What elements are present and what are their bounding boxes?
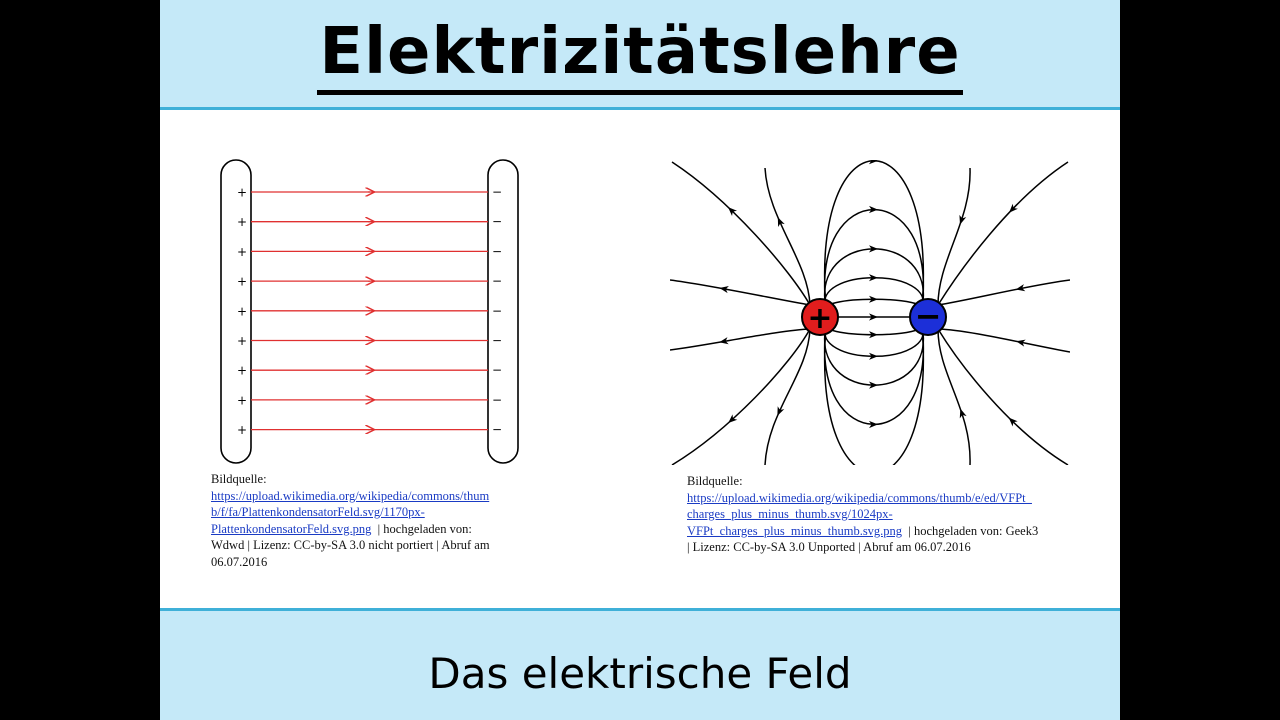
footer-band: Das elektrische Feld <box>160 608 1120 720</box>
positive-outward-line <box>764 167 811 306</box>
dipole-field-diagram: + − <box>670 160 1070 465</box>
negative-charge: − <box>909 297 947 336</box>
minus-sign: − <box>492 334 502 348</box>
dipole-loop-line <box>823 277 925 311</box>
dipole-loop-line <box>823 323 925 357</box>
field-arrow <box>868 295 878 303</box>
negative-inward-line <box>937 328 971 465</box>
page-title-text: Elektrizitätslehre <box>317 14 963 95</box>
field-arrow <box>728 414 738 424</box>
field-arrow <box>868 205 878 214</box>
plus-sign: + <box>237 364 247 378</box>
dipole-field-arrows <box>719 160 1026 429</box>
plus-sign: + <box>237 275 247 289</box>
negative-plate <box>487 159 519 464</box>
slide: Elektrizitätslehre + − + − + − + − + − + − + − + − + − + … <box>160 0 1120 720</box>
minus-sign: − <box>492 185 502 199</box>
field-arrow <box>719 286 729 294</box>
negative-inward-line <box>937 328 1069 465</box>
field-arrow <box>868 274 878 282</box>
credit-link-line[interactable]: charges_plus_minus_thumb.svg/1024px- <box>687 507 893 521</box>
plus-sign: + <box>237 245 247 259</box>
minus-sign: − <box>492 393 502 407</box>
capacitor-field-lines: + − + − + − + − + − + − + − + − + − <box>237 185 502 437</box>
minus-sign: − <box>492 304 502 318</box>
plus-sign: + <box>237 304 247 318</box>
dipole-loop-line <box>823 208 925 308</box>
credit-line: | Lizenz: CC-by-SA 3.0 Unported | Abruf … <box>687 540 971 554</box>
field-arrow <box>869 313 878 321</box>
field-arrow <box>868 331 878 339</box>
dipole-loop-line <box>823 326 925 426</box>
credit-link-line[interactable]: PlattenkondensatorFeld.svg.png <box>211 521 372 536</box>
field-arrow <box>959 408 967 419</box>
field-arrow <box>777 217 785 227</box>
field-arrow <box>777 406 785 416</box>
credit-uploader: | hochgeladen von: Geek3 <box>908 523 1039 538</box>
header-band: Elektrizitätslehre <box>160 0 1120 110</box>
plus-sign: + <box>237 186 247 200</box>
credit-label: Bildquelle: <box>211 472 267 486</box>
negative-charge-circle <box>909 298 947 336</box>
page-title: Elektrizitätslehre <box>160 14 1120 95</box>
positive-charge-circle <box>801 298 839 336</box>
minus-sign: − <box>492 423 502 437</box>
negative-charge-symbol: − <box>915 297 942 335</box>
positive-plate <box>220 159 252 464</box>
page-subtitle: Das elektrische Feld <box>428 649 852 698</box>
positive-outward-line <box>671 161 811 306</box>
positive-charge: + <box>801 298 839 336</box>
credit-line: VFPt_charges_plus_minus_thumb.svg.png | … <box>687 523 1087 540</box>
negative-inward-line <box>937 279 1070 306</box>
dipole-loop-line <box>823 298 925 313</box>
field-arrow <box>719 337 729 345</box>
credit-line: 06.07.2016 <box>211 554 268 569</box>
field-arrow <box>728 207 738 216</box>
credit-link-line[interactable]: VFPt_charges_plus_minus_thumb.svg.png <box>687 523 903 538</box>
field-arrow <box>959 214 967 225</box>
field-arrow <box>1015 284 1026 292</box>
positive-outward-line <box>671 328 811 465</box>
field-arrow <box>868 160 878 165</box>
field-arrow <box>868 420 878 429</box>
credit-line: Wdwd | Lizenz: CC-by-SA 3.0 nicht portie… <box>211 538 490 552</box>
credit-link-line[interactable]: https://upload.wikimedia.org/wikipedia/c… <box>211 488 490 503</box>
negative-inward-line <box>937 167 971 306</box>
credit-label: Bildquelle: <box>687 474 743 488</box>
positive-charge-symbol: + <box>807 301 832 336</box>
minus-sign: − <box>492 244 502 258</box>
field-arrow <box>1009 203 1018 213</box>
negative-inward-line <box>937 161 1069 306</box>
minus-sign: − <box>492 274 502 288</box>
image-credit-right: Bildquelle: https://upload.wikimedia.org… <box>687 473 1087 556</box>
plus-sign: + <box>237 393 247 407</box>
plus-sign: + <box>237 334 247 348</box>
dipole-loop-line <box>823 321 925 336</box>
field-arrow <box>1008 417 1018 427</box>
credit-line: PlattenkondensatorFeld.svg.png | hochgel… <box>211 521 531 538</box>
plus-sign: + <box>237 423 247 437</box>
field-arrow <box>868 381 878 389</box>
field-arrow <box>868 245 878 253</box>
positive-outward-line <box>764 328 811 465</box>
negative-inward-line <box>937 328 1070 353</box>
field-arrow <box>868 352 878 360</box>
capacitor-field-diagram: + − + − + − + − + − + − + − + − + − <box>220 159 519 464</box>
field-arrow <box>1016 339 1026 347</box>
credit-link-line[interactable]: https://upload.wikimedia.org/wikipedia/c… <box>687 490 1032 505</box>
minus-sign: − <box>492 215 502 229</box>
positive-outward-line <box>670 328 811 351</box>
dipole-loop-line <box>823 327 925 465</box>
credit-link-line[interactable]: b/f/fa/PlattenkondensatorFeld.svg/1170px… <box>211 505 425 519</box>
image-credit-left: Bildquelle: https://upload.wikimedia.org… <box>211 471 531 570</box>
minus-sign: − <box>492 363 502 377</box>
plus-sign: + <box>237 215 247 229</box>
credit-uploader: | hochgeladen von: <box>377 521 472 536</box>
positive-outward-line <box>670 279 811 306</box>
